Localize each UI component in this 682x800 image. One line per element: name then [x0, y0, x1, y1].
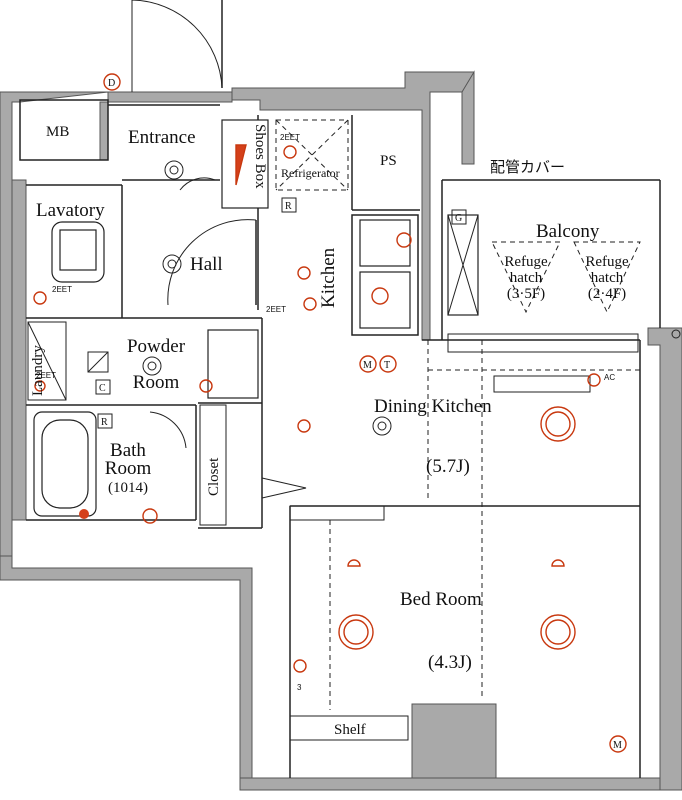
refuge-hatch-1-line-2: hatch: [510, 270, 543, 286]
refuge-hatch-1-line-1: Refuge: [504, 254, 548, 270]
refuge-hatch-2-shape: [573, 241, 641, 314]
refrigerator-label: Refrigerator: [281, 166, 340, 180]
t-mark: T: [384, 360, 390, 371]
cooktop: [359, 271, 411, 329]
walls: [0, 70, 682, 791]
closet-box: [199, 404, 227, 526]
kitchen-label: Kitchen: [318, 247, 339, 308]
shelf-label: Shelf: [334, 722, 366, 738]
m-mark-1: M: [363, 360, 372, 371]
fixtures: [27, 119, 641, 526]
ps-label: PS: [380, 153, 397, 169]
lavatory-label: Lavatory: [36, 200, 105, 221]
door-mark-circle: [103, 73, 121, 91]
outlet-ac: AC: [604, 373, 615, 382]
g-mark: G: [455, 213, 462, 224]
washbasin: [207, 329, 259, 399]
dining-kitchen-label: Dining Kitchen: [374, 396, 492, 417]
shoes-box-label: Shoes Box: [252, 124, 268, 189]
balcony-label: Balcony: [536, 221, 600, 242]
outlet-2eet-2: 2EET: [266, 305, 286, 314]
sink: [359, 219, 411, 267]
bath-room-line-2: Room: [105, 458, 152, 479]
outlet-2eet-1: 2EET: [280, 133, 300, 142]
outlet-3: 3: [297, 683, 302, 692]
door-mark: D: [108, 78, 115, 89]
shoes-box: [221, 119, 269, 209]
hall-label: Hall: [190, 254, 223, 275]
light-fixtures: [33, 144, 601, 673]
refrigerator-area: [275, 119, 349, 191]
closet-label: Closet: [206, 457, 222, 496]
mb-label: MB: [46, 124, 69, 140]
powder-room-line-1: Powder: [127, 336, 186, 357]
bed-room-label: Bed Room: [400, 589, 482, 610]
r-mark-1: R: [285, 201, 292, 212]
bed-room-area: (4.3J): [428, 652, 472, 673]
r-mark-2: R: [101, 417, 108, 428]
refuge-hatch-1-line-3: (3·5F): [507, 286, 545, 302]
powder-room-line-2: Room: [133, 372, 180, 393]
outlet-2eet-3: 2EET: [52, 285, 72, 294]
pipe-cover-label: 配管カバー: [490, 158, 565, 176]
bath-room-line-3: (1014): [108, 480, 148, 496]
interior-lines: [19, 99, 661, 778]
laundry-label: Laundry: [30, 345, 46, 396]
refuge-hatch-2-line-1: Refuge: [585, 254, 629, 270]
symbol-marks: D R R G C M T M 2EET 2EET 2EET 2EET AC 3: [36, 73, 681, 753]
c-mark: C: [99, 383, 106, 394]
entrance-label: Entrance: [128, 127, 196, 148]
m-mark-2: M: [613, 740, 622, 751]
room-labels: MB Entrance Shoes Box Refrigerator PS 配管…: [30, 124, 629, 738]
refuge-hatch-2-line-3: (2·4F): [588, 286, 626, 302]
refuge-hatch-1-shape: [491, 241, 561, 314]
dining-kitchen-area: (5.7J): [426, 456, 470, 477]
door-swings: [131, 0, 307, 499]
bath-room-line-1: Bath: [110, 440, 146, 461]
outlet-2eet-4: 2EET: [36, 371, 56, 380]
refuge-hatch-2-line-2: hatch: [591, 270, 624, 286]
laundry-pan: [27, 321, 67, 401]
